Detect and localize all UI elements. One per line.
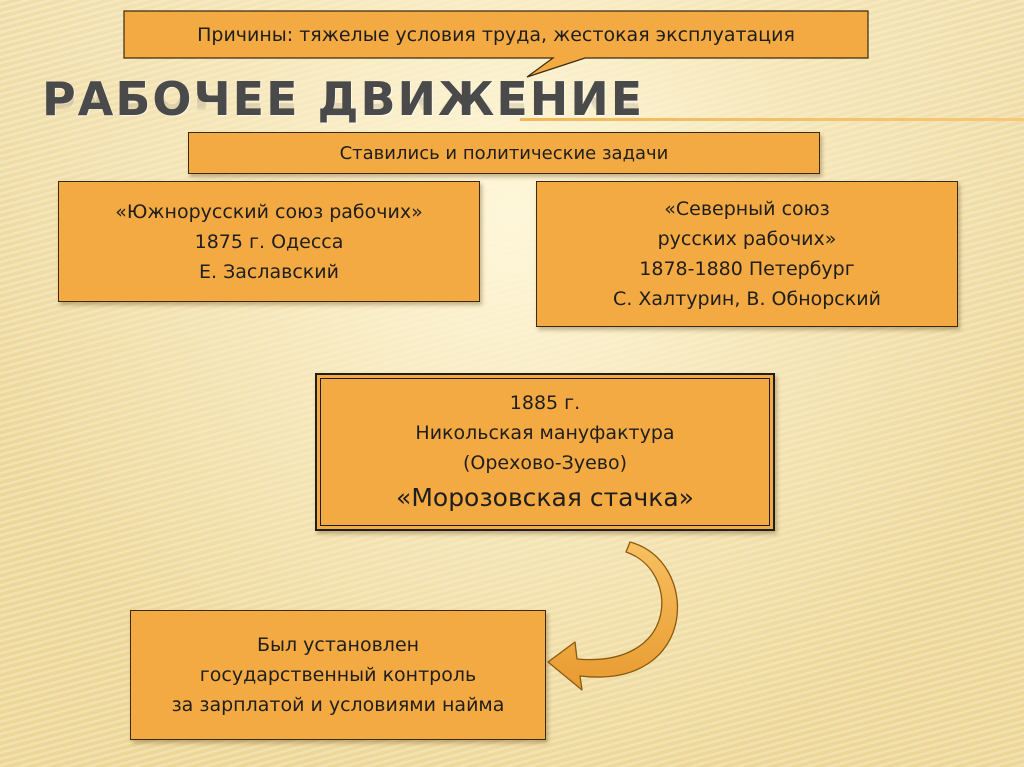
political-tasks-text: Ставились и политические задачи <box>339 142 669 164</box>
page-title: РАБОЧЕЕ ДВИЖЕНИЕ <box>42 72 645 126</box>
northern-union-box: «Северный союз русских рабочих» 1878-188… <box>536 181 958 327</box>
north-union-name-line1: «Северный союз <box>664 198 830 220</box>
south-russian-union-box: «Южнорусский союз рабочих» 1875 г. Одесс… <box>58 181 480 302</box>
north-union-date-place: 1878-1880 Петербург <box>639 258 855 280</box>
strike-year: 1885 г. <box>509 392 581 414</box>
south-union-date-place: 1875 г. Одесса <box>194 230 344 253</box>
south-union-person: Е. Заславский <box>199 260 339 283</box>
result-line-1: Был установлен <box>256 634 420 656</box>
causes-callout-shape <box>123 10 869 78</box>
north-union-name-line2: русских рабочих» <box>657 228 837 250</box>
causes-callout-text: Причины: тяжелые условия труда, жестокая… <box>197 24 795 46</box>
result-line-2: государственный контроль <box>199 664 477 686</box>
strike-place: Никольская мануфактура <box>415 422 675 444</box>
strike-town: (Орехово-Зуево) <box>462 452 627 474</box>
result-box: Был установлен государственный контроль … <box>130 610 546 740</box>
north-union-persons: С. Халтурин, В. Обнорский <box>613 288 881 310</box>
strike-name: «Морозовская стачка» <box>396 483 694 512</box>
political-tasks-box: Ставились и политические задачи <box>188 132 820 174</box>
south-union-name: «Южнорусский союз рабочих» <box>115 200 423 223</box>
morozov-strike-box: 1885 г. Никольская мануфактура (Орехово-… <box>315 373 775 531</box>
title-underline <box>520 118 1024 121</box>
result-line-3: за зарплатой и условиями найма <box>171 694 505 716</box>
